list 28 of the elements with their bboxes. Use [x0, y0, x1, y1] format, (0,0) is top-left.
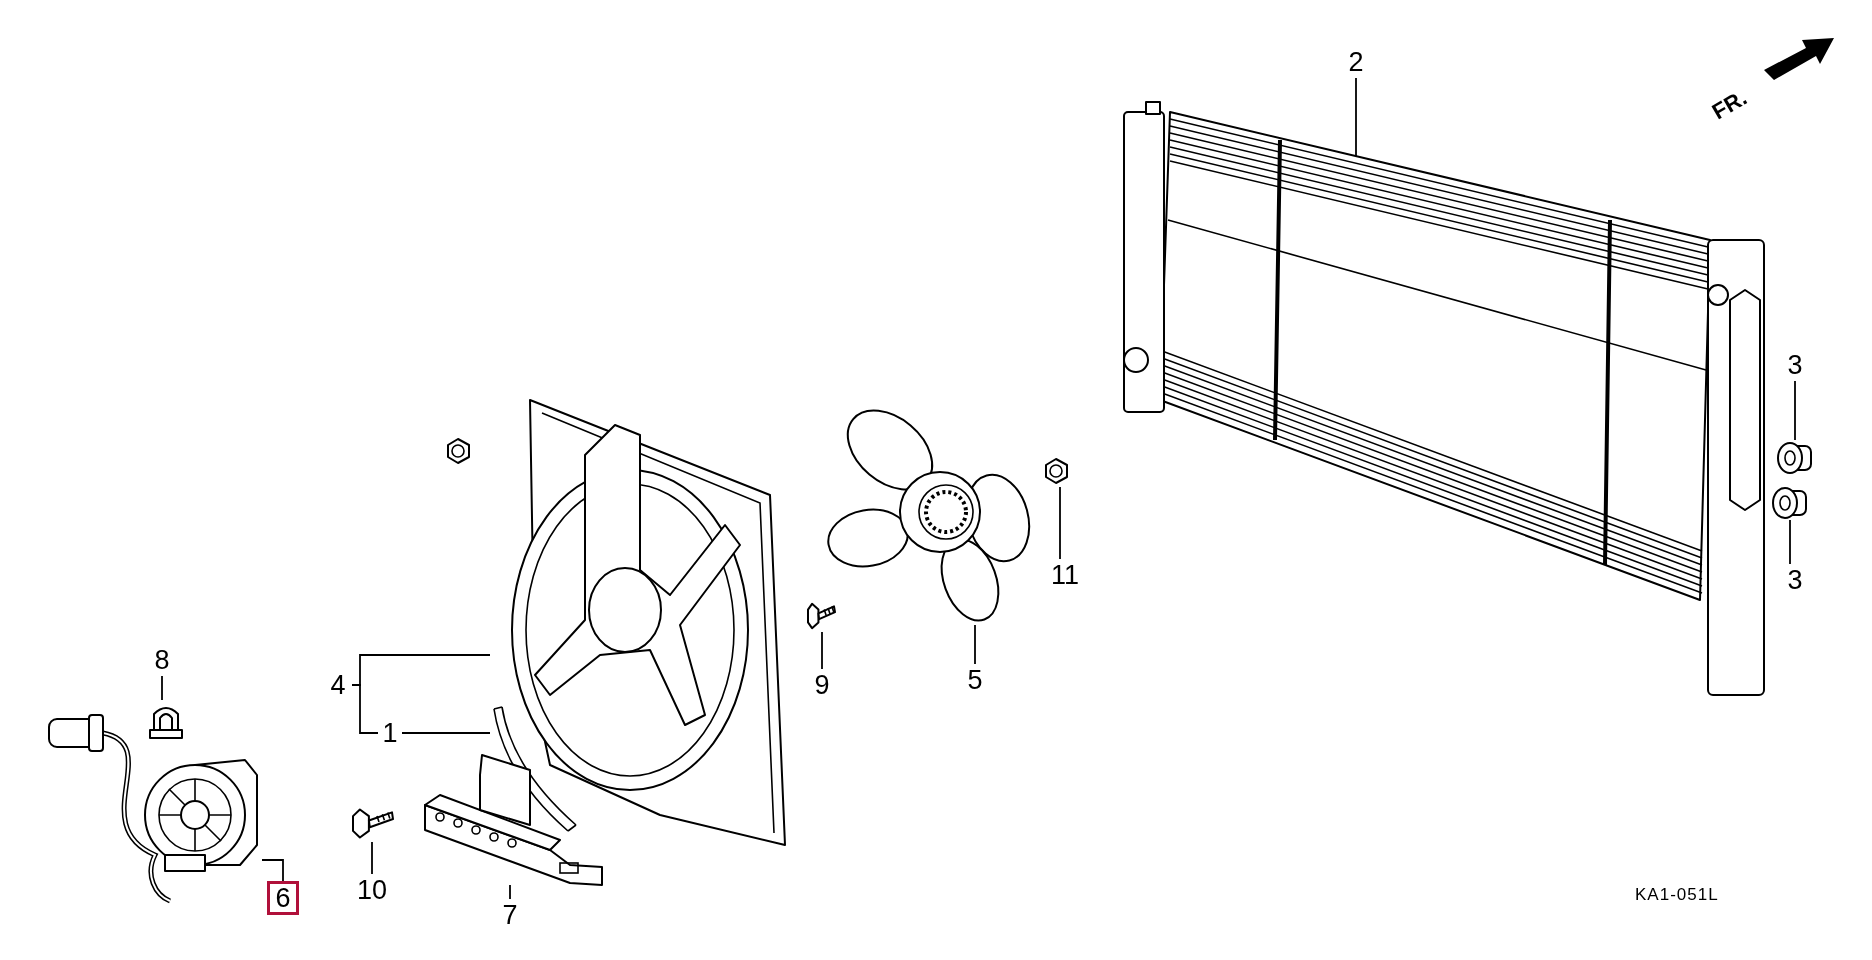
leader-line — [509, 884, 511, 900]
callout-number: 3 — [1783, 564, 1807, 596]
leader-line — [821, 631, 823, 670]
drawing-code: KA1-051L — [1635, 885, 1719, 905]
callout-number: 7 — [498, 899, 522, 931]
leader-line — [974, 624, 976, 665]
callout-number: 11 — [1045, 559, 1085, 591]
highlighted-callout-number: 6 — [267, 881, 299, 915]
callout-number: 10 — [352, 874, 392, 906]
grommet-drawing — [1775, 440, 1815, 475]
callout-number: 8 — [150, 644, 174, 676]
callout-number: 2 — [1342, 46, 1370, 78]
callout-number: 1 — [378, 717, 402, 749]
leader-line — [1355, 77, 1357, 157]
bolt-drawing — [805, 600, 837, 632]
direction-label: FR. — [1707, 84, 1752, 126]
callout-number: 4 — [324, 669, 352, 701]
callout-number: 5 — [961, 664, 989, 696]
leader-line — [1789, 519, 1791, 565]
leader-line — [1059, 486, 1061, 560]
leader-line — [261, 859, 284, 882]
grommet-drawing — [1770, 485, 1810, 520]
leader-line — [401, 732, 491, 734]
leader-line — [161, 675, 163, 701]
callout-number: 3 — [1783, 349, 1807, 381]
callout-number: 9 — [810, 669, 834, 701]
leader-line — [1794, 380, 1796, 441]
leader-line — [371, 841, 373, 875]
